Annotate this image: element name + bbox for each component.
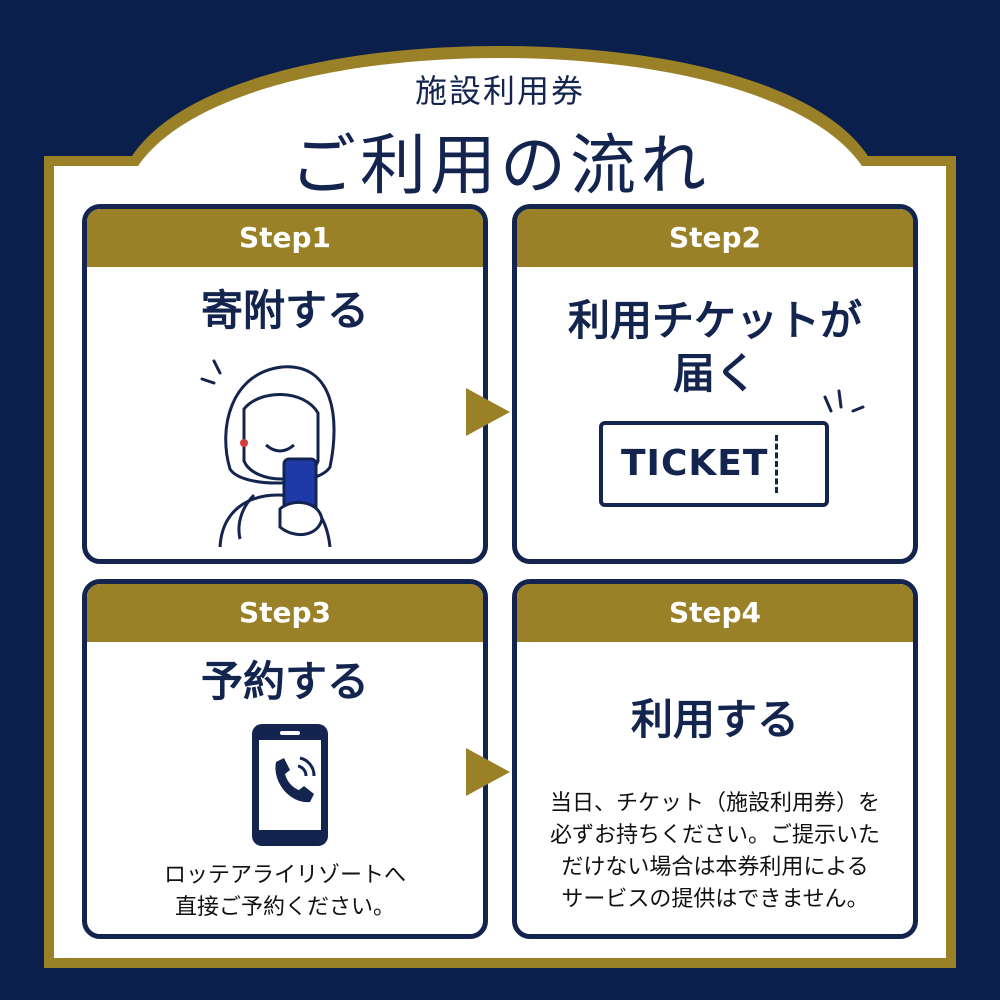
- arrow-right-icon: [466, 748, 510, 796]
- step4-note: 当日、チケット（施設利用券）を 必ずお持ちください。ご提示いた だけない場合は本…: [517, 788, 913, 916]
- ticket-text: TICKET: [621, 443, 769, 484]
- woman-with-phone-icon: [200, 359, 336, 548]
- step3-note: ロッテアライリゾートへ 直接ご予約ください。: [87, 860, 483, 924]
- step1-label: Step1: [87, 209, 483, 267]
- step4-note-line3: だけない場合は本券利用による: [561, 854, 869, 880]
- subtitle: 施設利用券: [414, 72, 585, 110]
- step2-heading: 利用チケットが 届く: [517, 295, 913, 400]
- step2-heading-line2: 届く: [672, 348, 757, 398]
- step3-note-line1: ロッテアライリゾートへ: [163, 863, 406, 888]
- step4-label: Step4: [517, 584, 913, 642]
- step2-heading-line1: 利用チケットが: [567, 296, 862, 345]
- ticket-icon: TICKET: [599, 421, 829, 507]
- arrow-right-icon: [466, 388, 510, 436]
- phone-call-icon: [252, 724, 328, 846]
- ticket-perforation: [775, 435, 778, 493]
- step4-note-line4: サービスの提供はできません。: [561, 886, 869, 912]
- step1-heading: 寄附する: [200, 286, 369, 335]
- page-title: ご利用の流れ: [290, 127, 710, 204]
- step2-label: Step2: [517, 209, 913, 267]
- step3-card: Step3 予約する ロッテアライリゾートへ 直接ご予約ください。: [82, 579, 488, 939]
- step3-heading: 予約する: [200, 657, 369, 706]
- sparkle-icon: [823, 389, 865, 413]
- step3-note-line2: 直接ご予約ください。: [174, 894, 395, 920]
- step4-note-line2: 必ずお持ちください。ご提示いた: [549, 822, 880, 848]
- step3-label: Step3: [87, 584, 483, 642]
- step4-card: Step4 利用する 当日、チケット（施設利用券）を 必ずお持ちください。ご提示…: [512, 579, 918, 939]
- step1-card: Step1 寄附する: [82, 204, 488, 564]
- step2-card: Step2 利用チケットが 届く TICKET: [512, 204, 918, 564]
- step4-note-line1: 当日、チケット（施設利用券）を: [549, 791, 880, 816]
- step4-heading: 利用する: [630, 695, 799, 744]
